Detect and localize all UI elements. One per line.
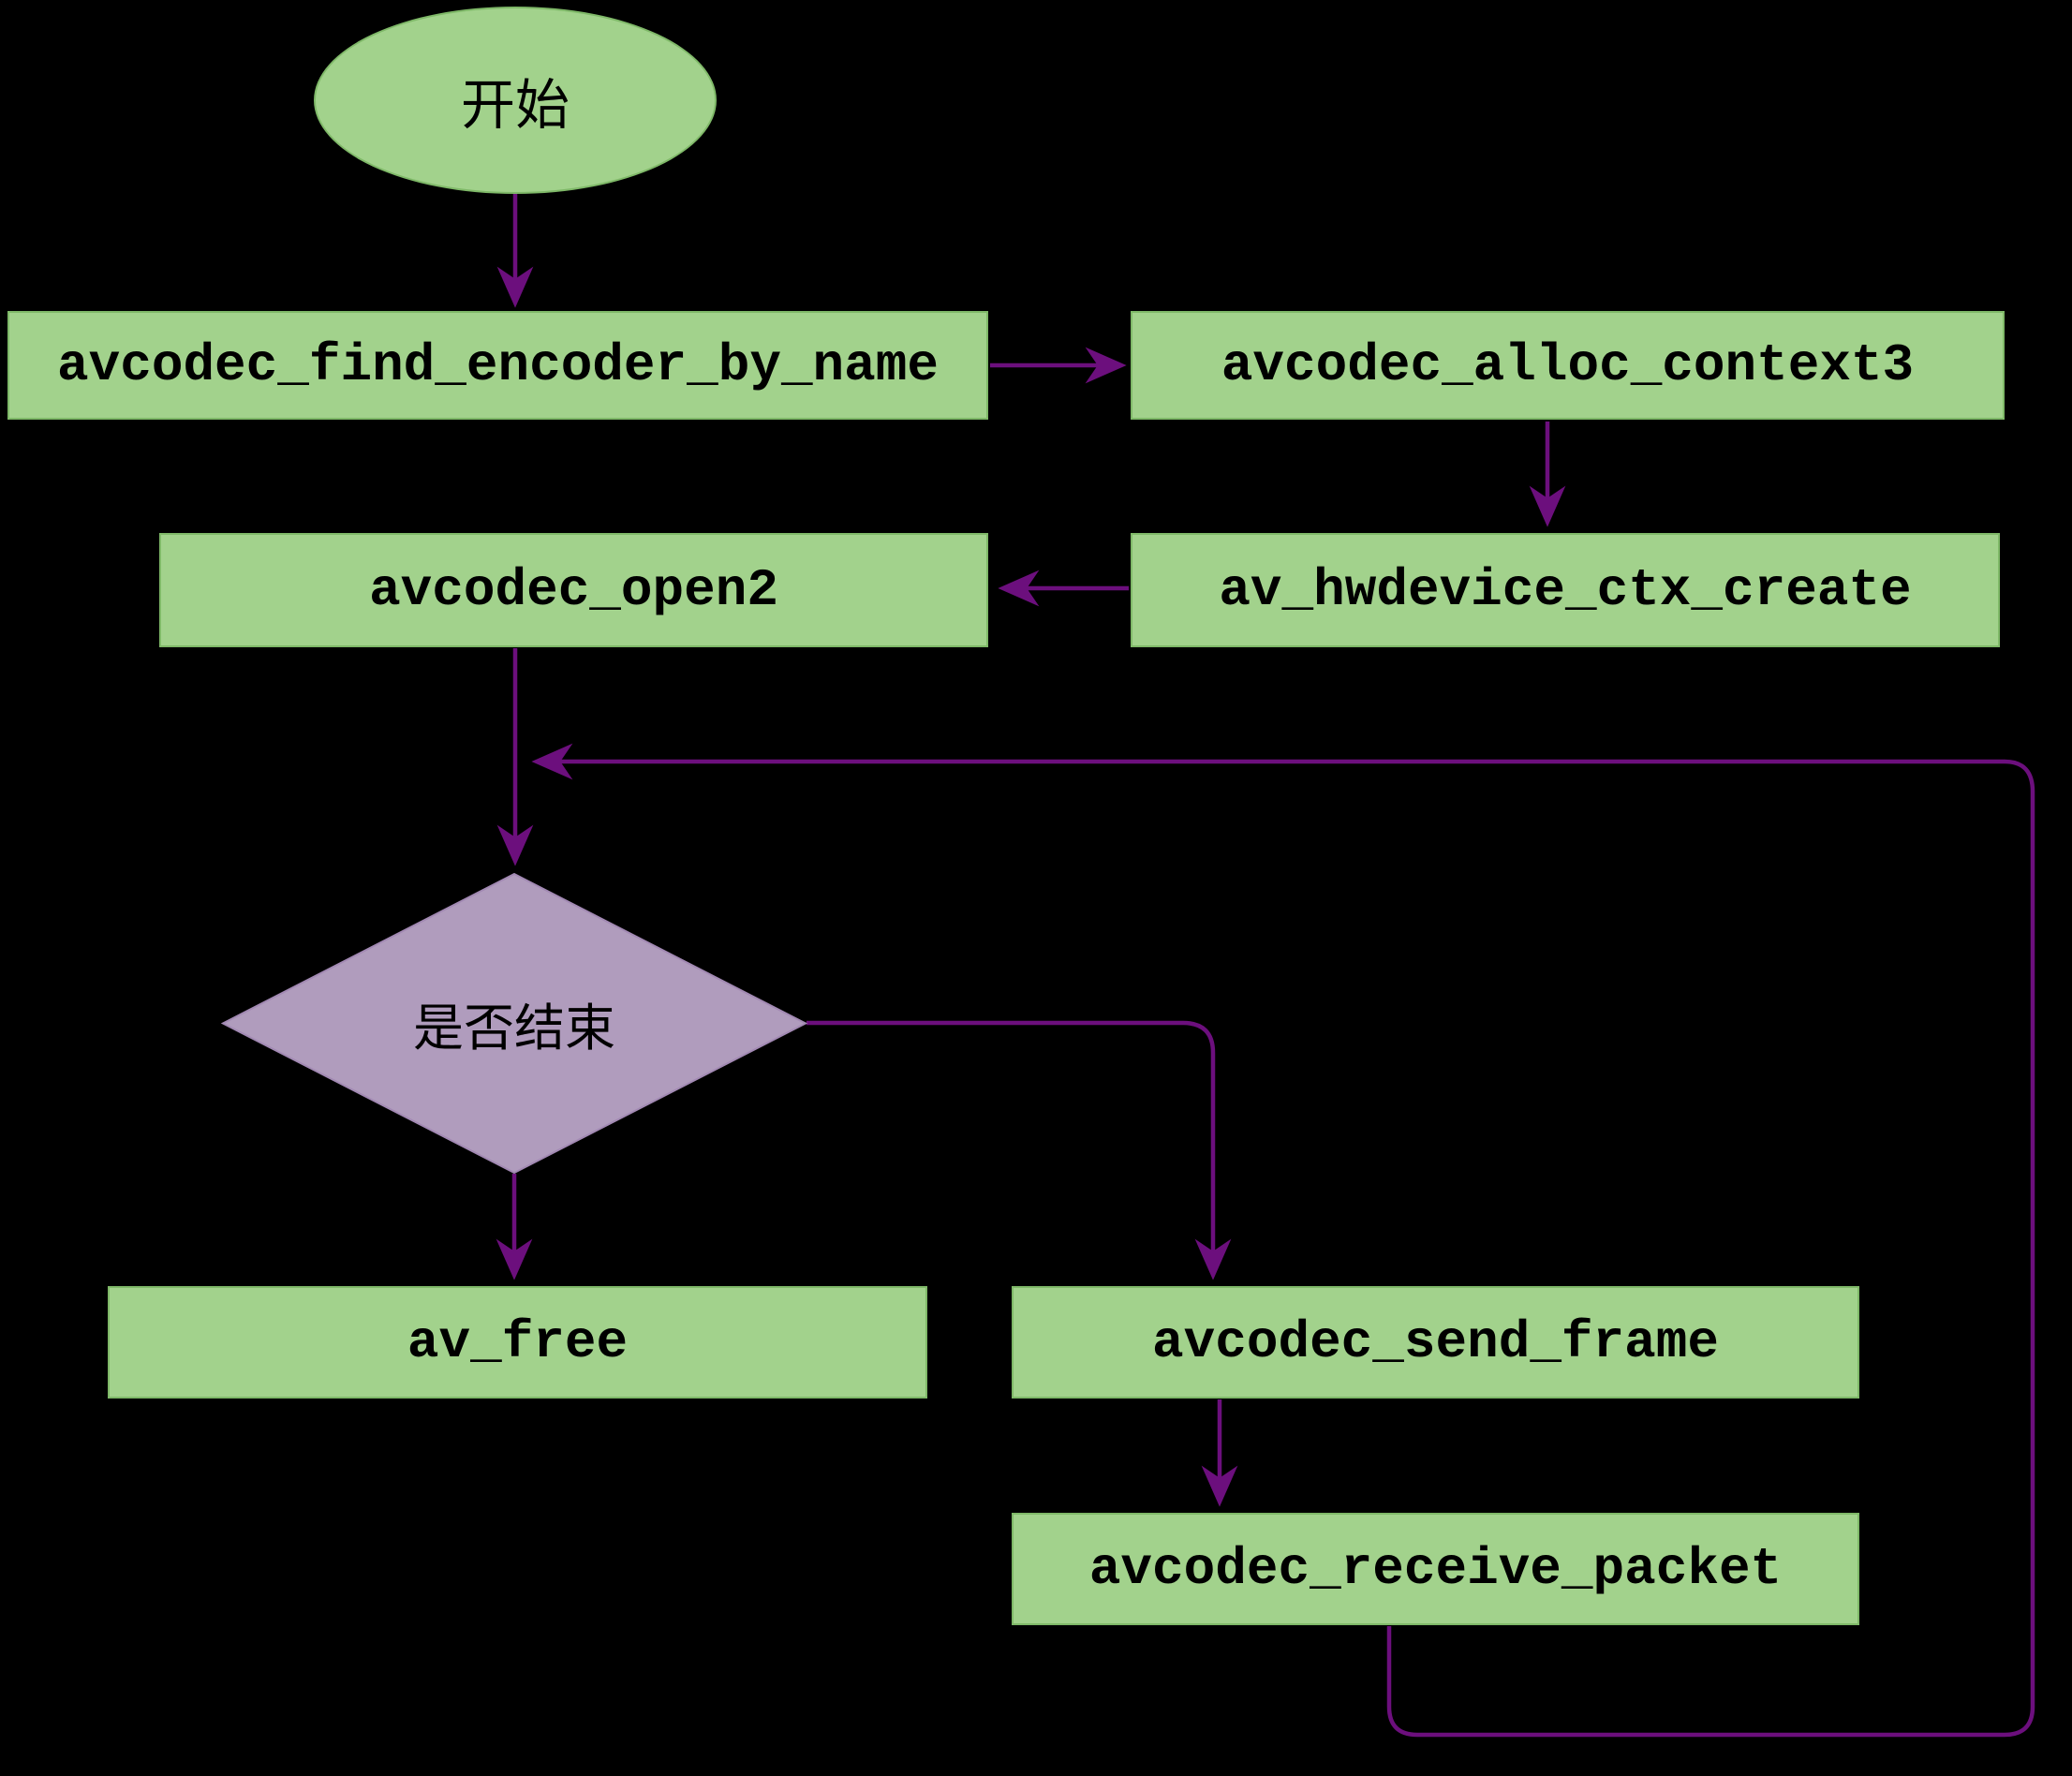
node-av-free: av_free [108,1286,927,1399]
node-avcodec-alloc-context3: avcodec_alloc_context3 [1131,311,2005,420]
node-av-hwdevice-ctx-create: av_hwdevice_ctx_create [1131,533,2000,647]
node-start: 开始 [314,7,717,194]
node-find-encoder-label: avcodec_find_encoder_by_name [57,335,939,395]
decision-diamond [220,872,808,1175]
node-avcodec-find-encoder-by-name: avcodec_find_encoder_by_name [7,311,988,420]
node-av-free-label: av_free [407,1312,629,1372]
node-receive-packet-label: avcodec_receive_packet [1088,1539,1783,1599]
edge-decision-to-send-frame [807,1020,1232,1280]
node-open2-label: avcodec_open2 [369,560,778,620]
node-send-frame-label: avcodec_send_frame [1152,1312,1719,1372]
node-hwdevice-label: av_hwdevice_ctx_create [1219,560,1912,620]
node-alloc-context-label: avcodec_alloc_context3 [1221,335,1915,395]
node-avcodec-open2: avcodec_open2 [159,533,988,647]
node-avcodec-receive-packet: avcodec_receive_packet [1012,1513,1859,1625]
node-decision-is-end: 是否结束 [223,874,806,1173]
node-decision-label: 是否结束 [413,999,615,1058]
node-start-label: 开始 [460,73,570,137]
node-avcodec-send-frame: avcodec_send_frame [1012,1286,1859,1399]
edge-receive-packet-loop-back [531,743,2035,1738]
